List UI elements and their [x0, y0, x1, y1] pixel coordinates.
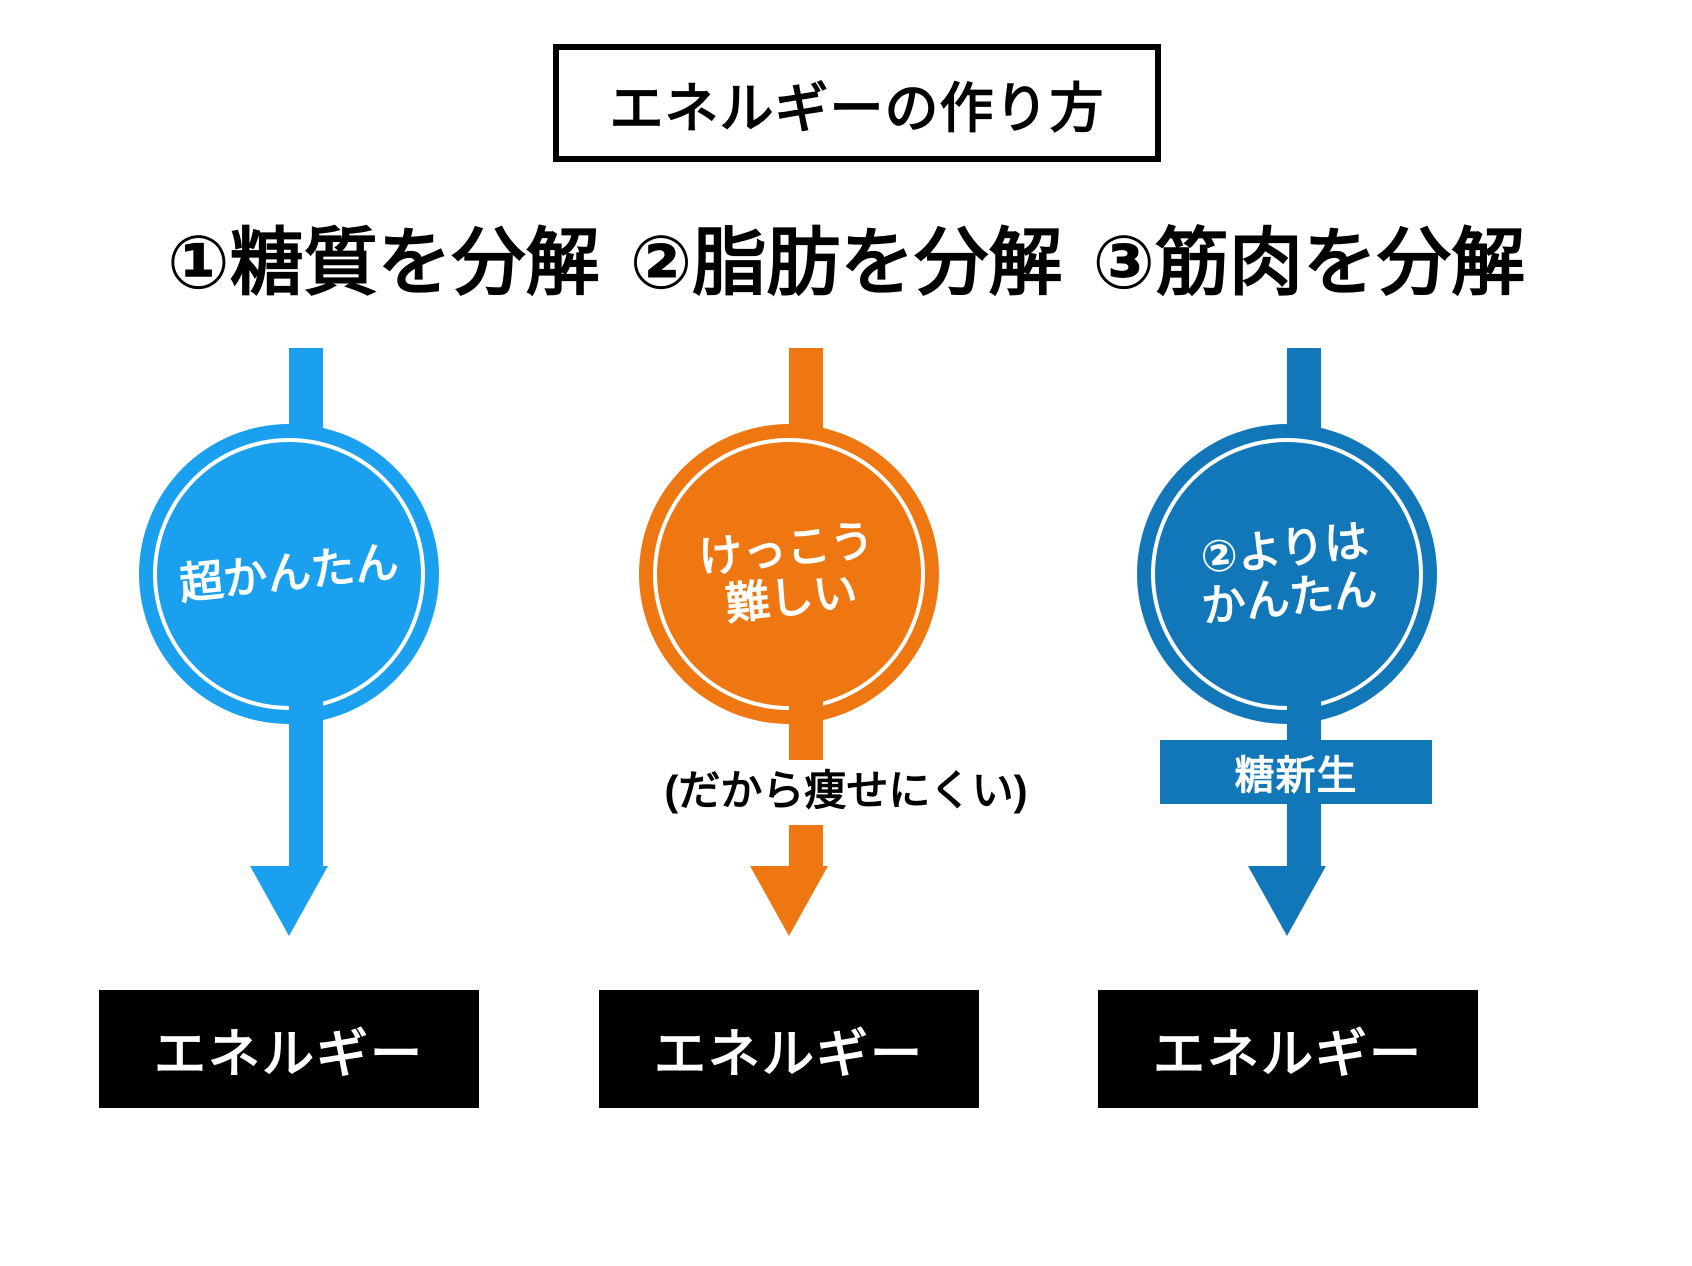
column-header-rest-3: を分解 — [1302, 221, 1525, 304]
status-circle-1: 超かんたん — [139, 424, 439, 724]
arrow-head-3 — [1248, 866, 1326, 936]
gluconeogenesis-tag: 糖新生 — [1160, 740, 1432, 804]
diagram-title: エネルギーの作り方 — [609, 78, 1105, 139]
gluconeogenesis-tag-label: 糖新生 — [1234, 754, 1358, 798]
energy-output-box-3: エネルギー — [1098, 990, 1478, 1108]
column-number-3: ③ — [1092, 221, 1155, 304]
arrow-head-1 — [250, 866, 328, 936]
energy-output-label-3: エネルギー — [1152, 1025, 1423, 1084]
connector-stem-bottom-2-upper — [789, 700, 823, 760]
column-number-1: ① — [167, 221, 230, 304]
column-number-2: ② — [629, 221, 693, 304]
column-header-rest-1: を分解 — [377, 221, 600, 304]
flow-column-1: 超かんたん エネルギー — [0, 0, 564, 1266]
column-header-highlight-3: 筋肉 — [1152, 221, 1305, 304]
status-circle-3: ②よりは かんたん — [1137, 424, 1437, 724]
arrow-head-2 — [750, 866, 828, 936]
energy-output-label-1: エネルギー — [153, 1025, 424, 1084]
connector-stem-bottom-1 — [289, 700, 323, 875]
energy-output-label-2: エネルギー — [653, 1025, 924, 1084]
column-header-highlight-2: 脂肪 — [690, 221, 843, 304]
flow-column-3: ②よりは かんたん 糖新生 エネルギー — [1098, 0, 1692, 1266]
caption-2: (だから痩せにくい) — [664, 767, 1028, 814]
column-header-rest-2: を分解 — [840, 221, 1063, 304]
title-box: エネルギーの作り方 — [553, 44, 1161, 162]
energy-output-box-2: エネルギー — [599, 990, 979, 1108]
column-header-highlight-1: 糖質 — [227, 221, 380, 304]
energy-output-box-1: エネルギー — [99, 990, 479, 1108]
flow-column-2: けっこう 難しい (だから痩せにくい) エネルギー — [564, 0, 1128, 1266]
circle-label-2: けっこう 難しい — [696, 516, 881, 632]
circle-label-3: ②よりは かんたん — [1194, 516, 1380, 632]
status-circle-2: けっこう 難しい — [639, 424, 939, 724]
